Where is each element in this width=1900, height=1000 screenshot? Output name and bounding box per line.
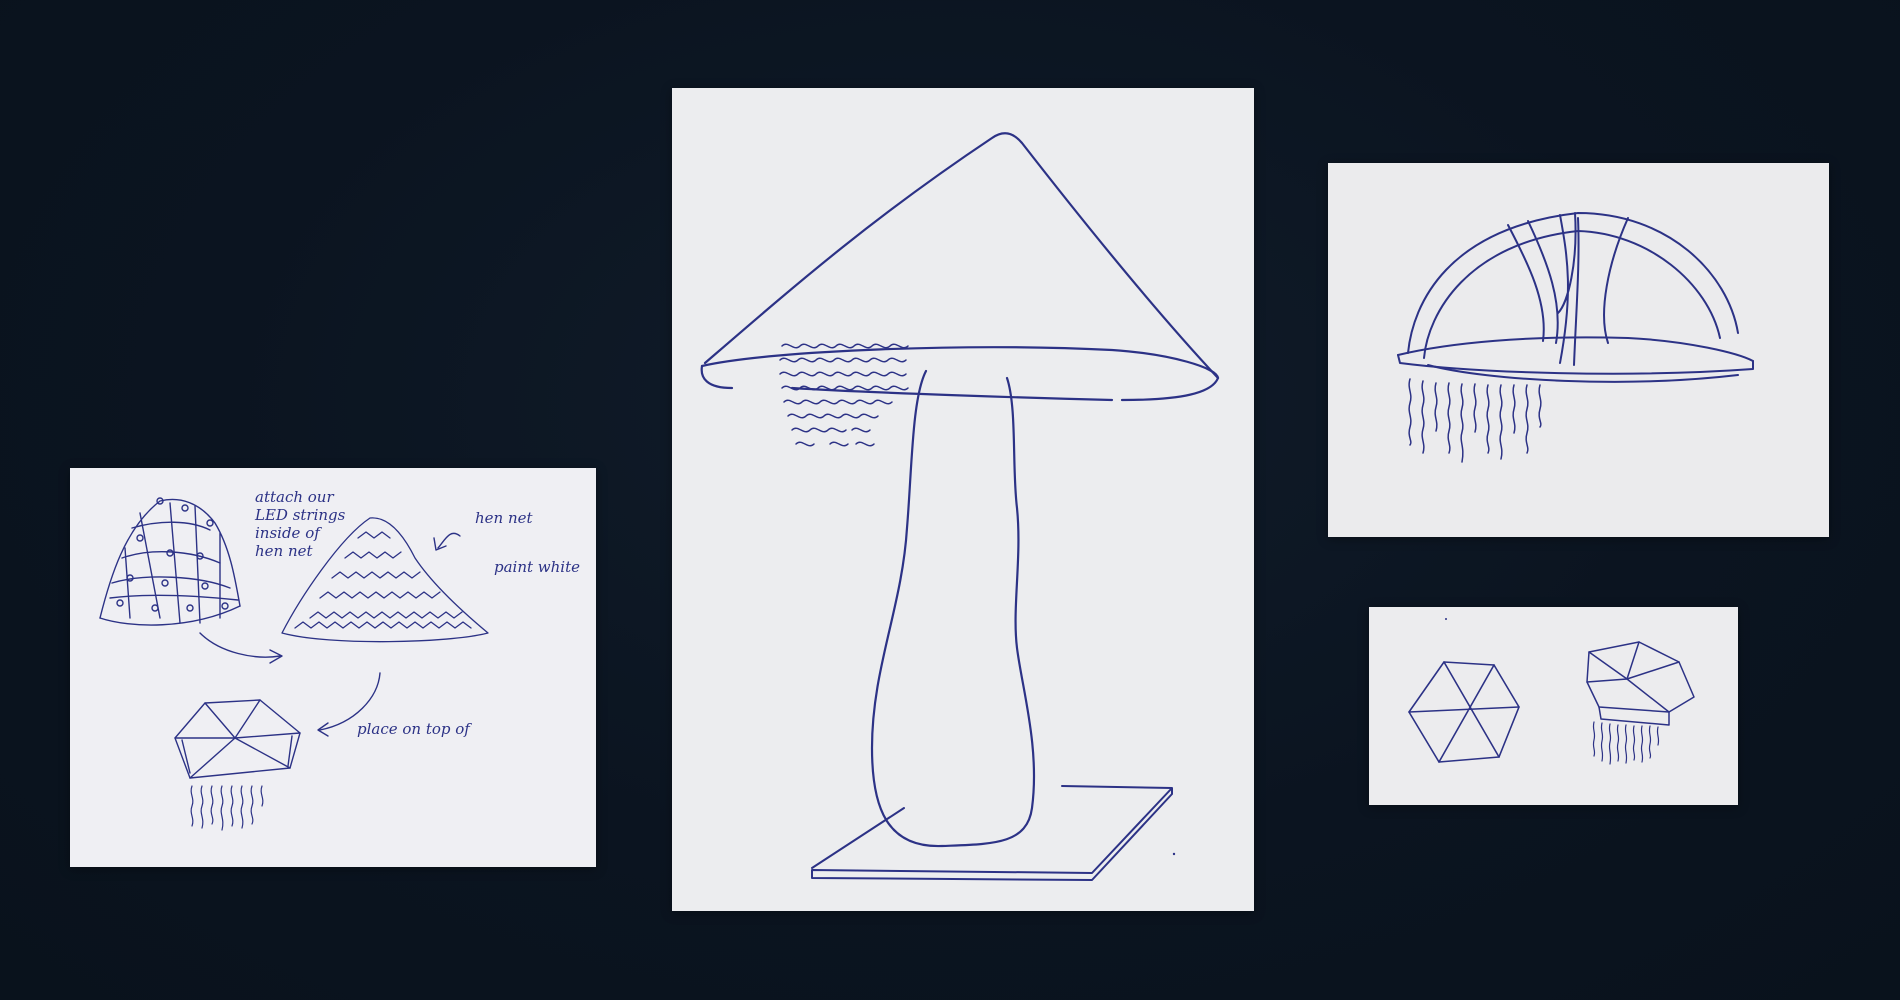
hexagon-hanging-strands: [1592, 721, 1660, 765]
dome-hanging-strands: [1408, 378, 1542, 463]
ink-dot: [1445, 618, 1447, 620]
mushroom-cap: [700, 132, 1220, 402]
annotation-hen-net: hen net: [475, 509, 534, 527]
mushroom-sketch-sheet: [672, 88, 1254, 911]
dome-drawing: [1397, 212, 1754, 463]
sketch-notes-sheet: attach our LED strings inside of hen net…: [70, 468, 596, 867]
annotation-led-line4: hen net: [255, 542, 314, 560]
annotation-led-line3: inside of: [255, 524, 322, 542]
hex-frame-sketch: [174, 699, 301, 779]
hanging-led-strands: [190, 785, 264, 831]
annotation-led-line2: LED strings: [254, 506, 346, 524]
annotation-place-on-top: place on top of: [357, 720, 472, 738]
mushroom-base: [811, 785, 1173, 881]
dome-frame: [1397, 212, 1754, 383]
mushroom-drawing: [700, 132, 1220, 881]
hanging-led-cluster: [779, 343, 909, 447]
led-frame-sketch: [99, 497, 241, 626]
hen-net-sketch: [281, 517, 489, 643]
ink-dot: [1172, 852, 1176, 856]
hexagon-sketch-sheet: [1369, 607, 1738, 805]
hexagon-side-view: [1586, 641, 1695, 726]
arrows: [199, 532, 461, 737]
dome-frame-sketch-sheet: [1328, 163, 1829, 537]
mushroom-stem: [870, 369, 1036, 848]
notes-drawing: attach our LED strings inside of hen net…: [99, 488, 580, 831]
hexagon-top-view: [1408, 661, 1520, 763]
hexagon-drawing: [1408, 618, 1695, 765]
annotation-paint-white: paint white: [494, 558, 580, 576]
annotation-led-line1: attach our: [255, 488, 334, 506]
